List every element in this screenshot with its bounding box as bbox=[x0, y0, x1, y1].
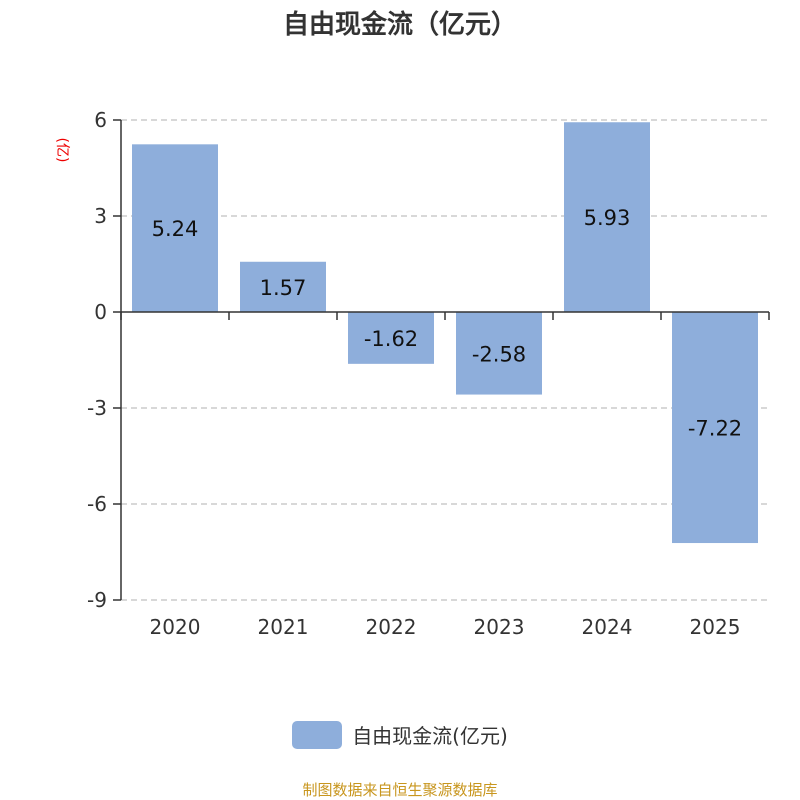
legend-label: 自由现金流(亿元) bbox=[352, 724, 508, 748]
legend[interactable]: 自由现金流(亿元) bbox=[0, 720, 800, 749]
x-tick-label: 2025 bbox=[690, 615, 741, 639]
x-tick-label: 2023 bbox=[474, 615, 525, 639]
legend-swatch bbox=[292, 720, 343, 749]
data-label: 5.93 bbox=[584, 206, 631, 230]
y-tick-label: -6 bbox=[87, 492, 107, 516]
data-label: -1.62 bbox=[364, 327, 418, 351]
data-label: -7.22 bbox=[688, 417, 742, 441]
y-tick-label: 0 bbox=[94, 300, 107, 324]
data-label: 5.24 bbox=[152, 217, 199, 241]
y-tick-label: 6 bbox=[94, 108, 107, 132]
y-tick-label: -3 bbox=[87, 396, 107, 420]
data-label: 1.57 bbox=[260, 276, 307, 300]
x-tick-label: 2021 bbox=[258, 615, 309, 639]
bar bbox=[672, 312, 758, 544]
x-tick-label: 2022 bbox=[366, 615, 417, 639]
bar bbox=[240, 261, 326, 312]
bar bbox=[456, 312, 542, 395]
bar bbox=[348, 312, 434, 364]
chart-title: 自由现金流（亿元） bbox=[282, 10, 517, 40]
y-tick-label: -9 bbox=[87, 588, 107, 612]
x-tick-label: 2020 bbox=[150, 615, 201, 639]
data-label: -2.58 bbox=[472, 342, 526, 366]
bar bbox=[564, 122, 650, 313]
bar bbox=[132, 144, 218, 312]
y-tick-label: 3 bbox=[94, 204, 107, 228]
source-note: 制图数据来自恒生聚源数据库 bbox=[302, 781, 498, 799]
x-tick-label: 2024 bbox=[582, 615, 633, 639]
